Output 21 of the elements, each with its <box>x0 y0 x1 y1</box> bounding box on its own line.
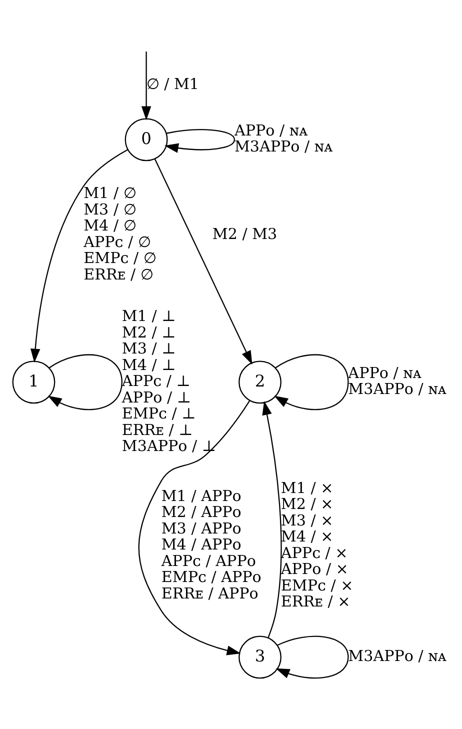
node-circle: 2 <box>238 360 282 404</box>
node-circle: 1 <box>12 360 56 404</box>
arrow <box>262 400 282 638</box>
arrow <box>164 129 236 153</box>
edge-label: APPᴏ / ɴᴀ M3APPᴏ / ɴᴀ <box>348 364 446 398</box>
edge-label: M3APPᴏ / ɴᴀ <box>348 647 446 666</box>
edge-label: M1 / ∅ M3 / ∅ M4 / ∅ APPᴄ / ∅ EMPᴄ / ∅ ERRᴇ / ∅ <box>84 184 156 284</box>
edge-label: M1 / ⊥ M2 / ⊥ M3 / ⊥ M4 / ⊥ APPᴄ / ⊥ APPᴏ / ⊥ EMPᴄ / ⊥ ERRᴇ / ⊥ M3APPᴏ / ⊥ <box>122 307 216 456</box>
edge-label: ∅ / M1 <box>146 75 199 94</box>
edge-label: APPᴏ / ɴᴀ M3APPᴏ / ɴᴀ <box>234 121 333 156</box>
arrow <box>30 149 128 363</box>
arrow <box>138 400 250 656</box>
arrow <box>48 354 122 410</box>
arrow <box>141 52 152 120</box>
arrow <box>274 354 349 410</box>
arrow <box>154 158 252 365</box>
arrow <box>276 636 349 679</box>
node-circle: 0 <box>124 118 168 162</box>
edge-label: M2 / M3 <box>212 224 278 243</box>
edge-label: M1 / APPᴏ M2 / APPᴏ M3 / APPᴏ M4 / APPᴏ APPᴄ / APPᴏ EMPᴄ / APPᴏ ERRᴇ / APPᴏ <box>161 486 262 602</box>
node-circle: 3 <box>238 636 282 679</box>
